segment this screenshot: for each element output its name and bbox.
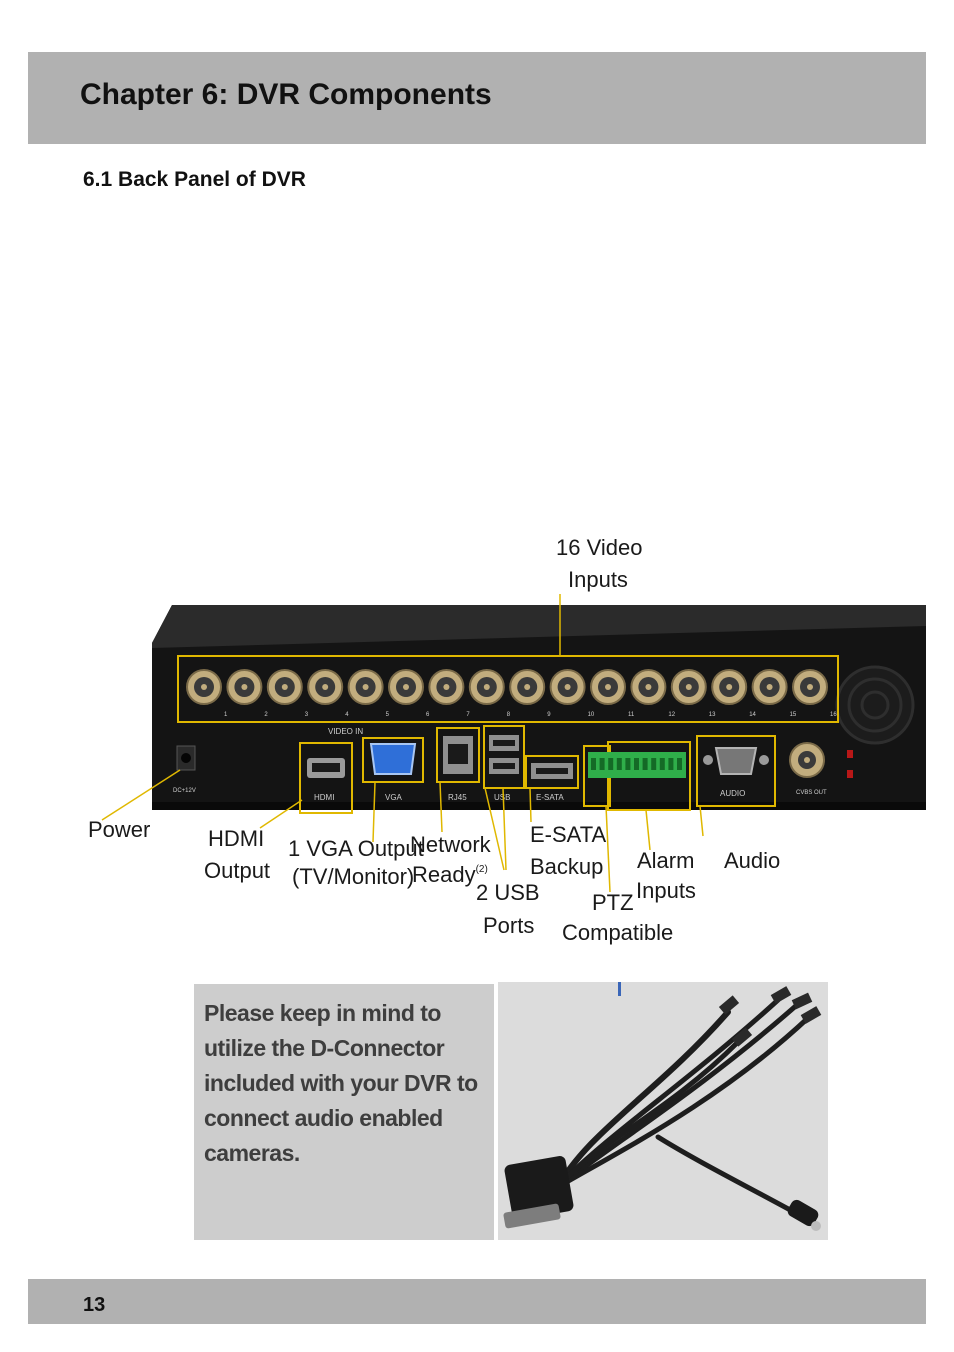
note-box: Please keep in mind to utilize the D-Con… — [194, 984, 494, 1240]
channel-number: 5 — [386, 712, 390, 718]
network-port: RJ45 — [436, 727, 480, 802]
panel-text-hdmi: HDMI — [314, 793, 334, 802]
leader-lines — [101, 594, 704, 893]
channel-number: 15 — [790, 712, 797, 718]
channel-number: 10 — [588, 712, 595, 718]
channel-number: 7 — [466, 712, 470, 718]
bnc-connector-icon: 16 — [792, 669, 837, 718]
bnc-connector-icon: 1 — [186, 669, 228, 718]
bnc-connector-icon: 13 — [670, 669, 716, 718]
panel-text-vga: VGA — [385, 793, 403, 802]
channel-number: 12 — [668, 712, 675, 718]
panel-text-rj45: RJ45 — [448, 793, 467, 802]
panel-text-video-in: VIDEO IN — [328, 727, 363, 736]
label-hdmi-2: Output — [204, 858, 270, 883]
label-ptz-1: PTZ — [592, 890, 634, 915]
channel-number: 2 — [264, 712, 268, 718]
panel-text-usb: USB — [494, 793, 510, 802]
bnc-connector-icon: 15 — [751, 669, 797, 718]
terminal-pin — [625, 758, 631, 770]
bnc-connector-icon: 10 — [549, 669, 595, 718]
channel-number: 14 — [749, 712, 756, 718]
terminal-pin — [642, 758, 648, 770]
label-hdmi-1: HDMI — [208, 826, 264, 851]
label-audio: Audio — [724, 848, 780, 873]
bnc-connector-icon: 12 — [630, 669, 676, 718]
panel-text-dc: DC+12V — [173, 788, 196, 794]
channel-number: 1 — [224, 712, 228, 718]
terminal-pin — [599, 758, 605, 770]
note-text: Please keep in mind to utilize the D-Con… — [204, 1000, 478, 1166]
terminal-block — [583, 741, 691, 811]
usb-ports: USB — [483, 725, 525, 802]
bnc-connector-icon: 5 — [347, 669, 390, 718]
bnc-connector-icon: 11 — [590, 669, 635, 718]
label-usb-1: 2 USB — [476, 880, 540, 905]
channel-number: 8 — [507, 712, 511, 718]
power-jack: DC+12V — [173, 745, 196, 794]
bnc-connector-icon: 6 — [388, 669, 430, 718]
panel-text-audio: AUDIO — [720, 789, 745, 798]
label-alarm-2: Inputs — [636, 878, 696, 903]
bnc-connector-icon: 3 — [266, 669, 309, 718]
terminal-pin — [668, 758, 674, 770]
bnc-connector-icon: 7 — [428, 669, 470, 718]
label-video-inputs-1: 16 Video — [556, 535, 642, 560]
section-title: 6.1 Back Panel of DVR — [83, 168, 306, 191]
page-footer: 13 — [28, 1279, 926, 1324]
audio-port: AUDIO — [696, 735, 776, 807]
cvbs-out-connector: CVBS OUT — [789, 742, 827, 796]
label-network-sup: (2) — [476, 864, 488, 875]
terminal-pin — [616, 758, 622, 770]
label-esata-1: E-SATA — [530, 822, 607, 847]
d-connector-cable-photo — [498, 982, 828, 1240]
bnc-connector-icon: 2 — [226, 669, 268, 718]
channel-number: 16 — [830, 712, 837, 718]
label-vga-1: 1 VGA Output — [288, 836, 424, 861]
terminal-pin — [634, 758, 639, 770]
hdmi-port: HDMI — [299, 742, 353, 814]
label-alarm-1: Alarm — [637, 848, 694, 873]
bnc-plug-icon — [787, 1199, 821, 1231]
channel-number: 4 — [345, 712, 349, 718]
label-network-2-text: Ready — [412, 862, 476, 887]
label-ptz-2: Compatible — [562, 920, 673, 945]
chapter-title: Chapter 6: DVR Components — [80, 78, 492, 111]
terminal-pins — [591, 758, 682, 770]
vga-port: VGA — [362, 737, 424, 802]
label-vga-2: (TV/Monitor) — [292, 864, 414, 889]
channel-number: 3 — [305, 712, 309, 718]
chapter-header: Chapter 6: DVR Components — [28, 52, 926, 144]
label-power: Power — [88, 817, 150, 842]
db-connector-icon — [503, 1155, 574, 1229]
label-esata-2: Backup — [530, 854, 603, 879]
channel-number: 13 — [709, 712, 716, 718]
bnc-connector-icon: 14 — [711, 669, 757, 718]
bnc-connector-icon: 9 — [509, 669, 551, 718]
panel-text-cvbs: CVBS OUT — [796, 790, 827, 796]
channel-number: 9 — [547, 712, 551, 718]
page-number: 13 — [83, 1294, 106, 1316]
panel-text-esata: E-SATA — [536, 793, 564, 802]
video-inputs-highlight — [177, 655, 839, 723]
esata-port: E-SATA — [525, 755, 579, 802]
terminal-pin — [651, 758, 657, 770]
label-network-1: Network — [410, 832, 492, 857]
dvr-chassis — [152, 605, 926, 810]
bnc-connector-icon: 8 — [468, 669, 511, 718]
terminal-pin — [677, 758, 682, 770]
bnc-connector-icon: 4 — [307, 669, 349, 718]
label-video-inputs-2: Inputs — [568, 567, 628, 592]
label-usb-2: Ports — [483, 913, 534, 938]
channel-number: 11 — [628, 712, 635, 718]
label-network-2: Ready(2) — [412, 862, 488, 887]
terminal-pin — [659, 758, 665, 770]
channel-number: 6 — [426, 712, 430, 718]
terminal-pin — [591, 758, 596, 770]
terminal-pin — [608, 758, 614, 770]
